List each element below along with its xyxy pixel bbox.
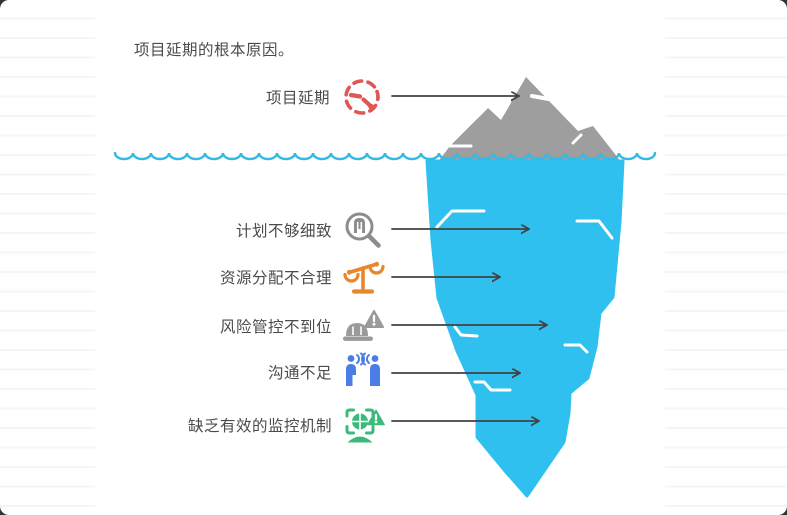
monitoring-label: 缺乏有效的监控机制 [187,418,332,435]
cause-row-risk: 风险管控不到位 [0,303,385,349]
cause-row-project-delay: 项目延期 [0,74,385,120]
iceberg-body [425,159,625,498]
cause-row-plan: 计划不够细致 [0,207,385,253]
leader-arrows [391,96,548,421]
plan-label: 计划不够细致 [235,223,332,240]
risk-label: 风险管控不到位 [219,319,332,336]
communication-label: 沟通不足 [267,365,332,382]
cause-row-monitoring: 缺乏有效的监控机制 [0,402,385,448]
iceberg-tip [437,77,622,163]
audit-magnifier-icon [345,212,381,248]
cause-row-resource: 资源分配不合理 [0,254,385,300]
diagram-title: 项目延期的根本原因。 [134,42,295,59]
project-delay-label: 项目延期 [265,90,330,107]
iceberg-cracks [435,209,614,392]
mountain-cracks [446,94,583,148]
resource-label: 资源分配不合理 [219,270,332,287]
helmet-warning-icon [343,310,384,341]
cause-row-communication: 沟通不足 [0,349,385,395]
waterline [113,151,657,161]
delayed-clock-icon [344,79,380,115]
monitor-warning-icon [345,408,385,443]
people-talking-icon [346,352,380,386]
balance-scale-icon [343,261,385,294]
